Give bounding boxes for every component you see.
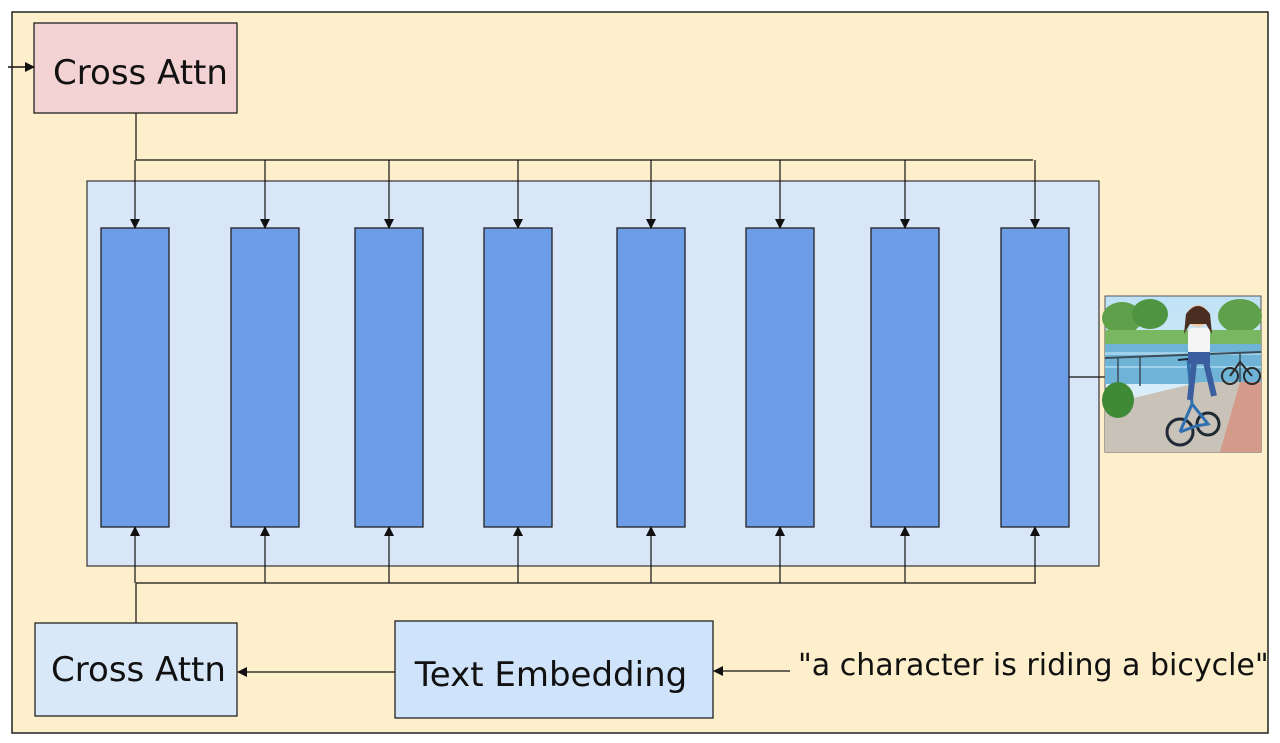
transformer-block-1 <box>100 227 170 528</box>
transformer-block-3 <box>354 227 424 528</box>
transformer-block-5 <box>616 227 686 528</box>
cross-attn-bottom-box <box>34 622 238 717</box>
transformer-block-6 <box>745 227 815 528</box>
transformer-block-2 <box>230 227 300 528</box>
text-embedding-box <box>394 620 714 719</box>
generated-image-girl-riding-bicycle-icon <box>1102 295 1262 453</box>
transformer-block-4 <box>483 227 553 528</box>
text-embedding-label: Text Embedding <box>414 654 688 695</box>
cross-attn-top-label: Cross Attn <box>53 53 228 93</box>
transformer-block-8 <box>1000 227 1070 528</box>
cross-attn-top-box <box>33 22 238 114</box>
prompt-text: "a character is riding a bicycle" <box>798 647 1269 683</box>
cross-attn-bottom-label: Cross Attn <box>51 649 226 690</box>
transformer-block-7 <box>870 227 940 528</box>
